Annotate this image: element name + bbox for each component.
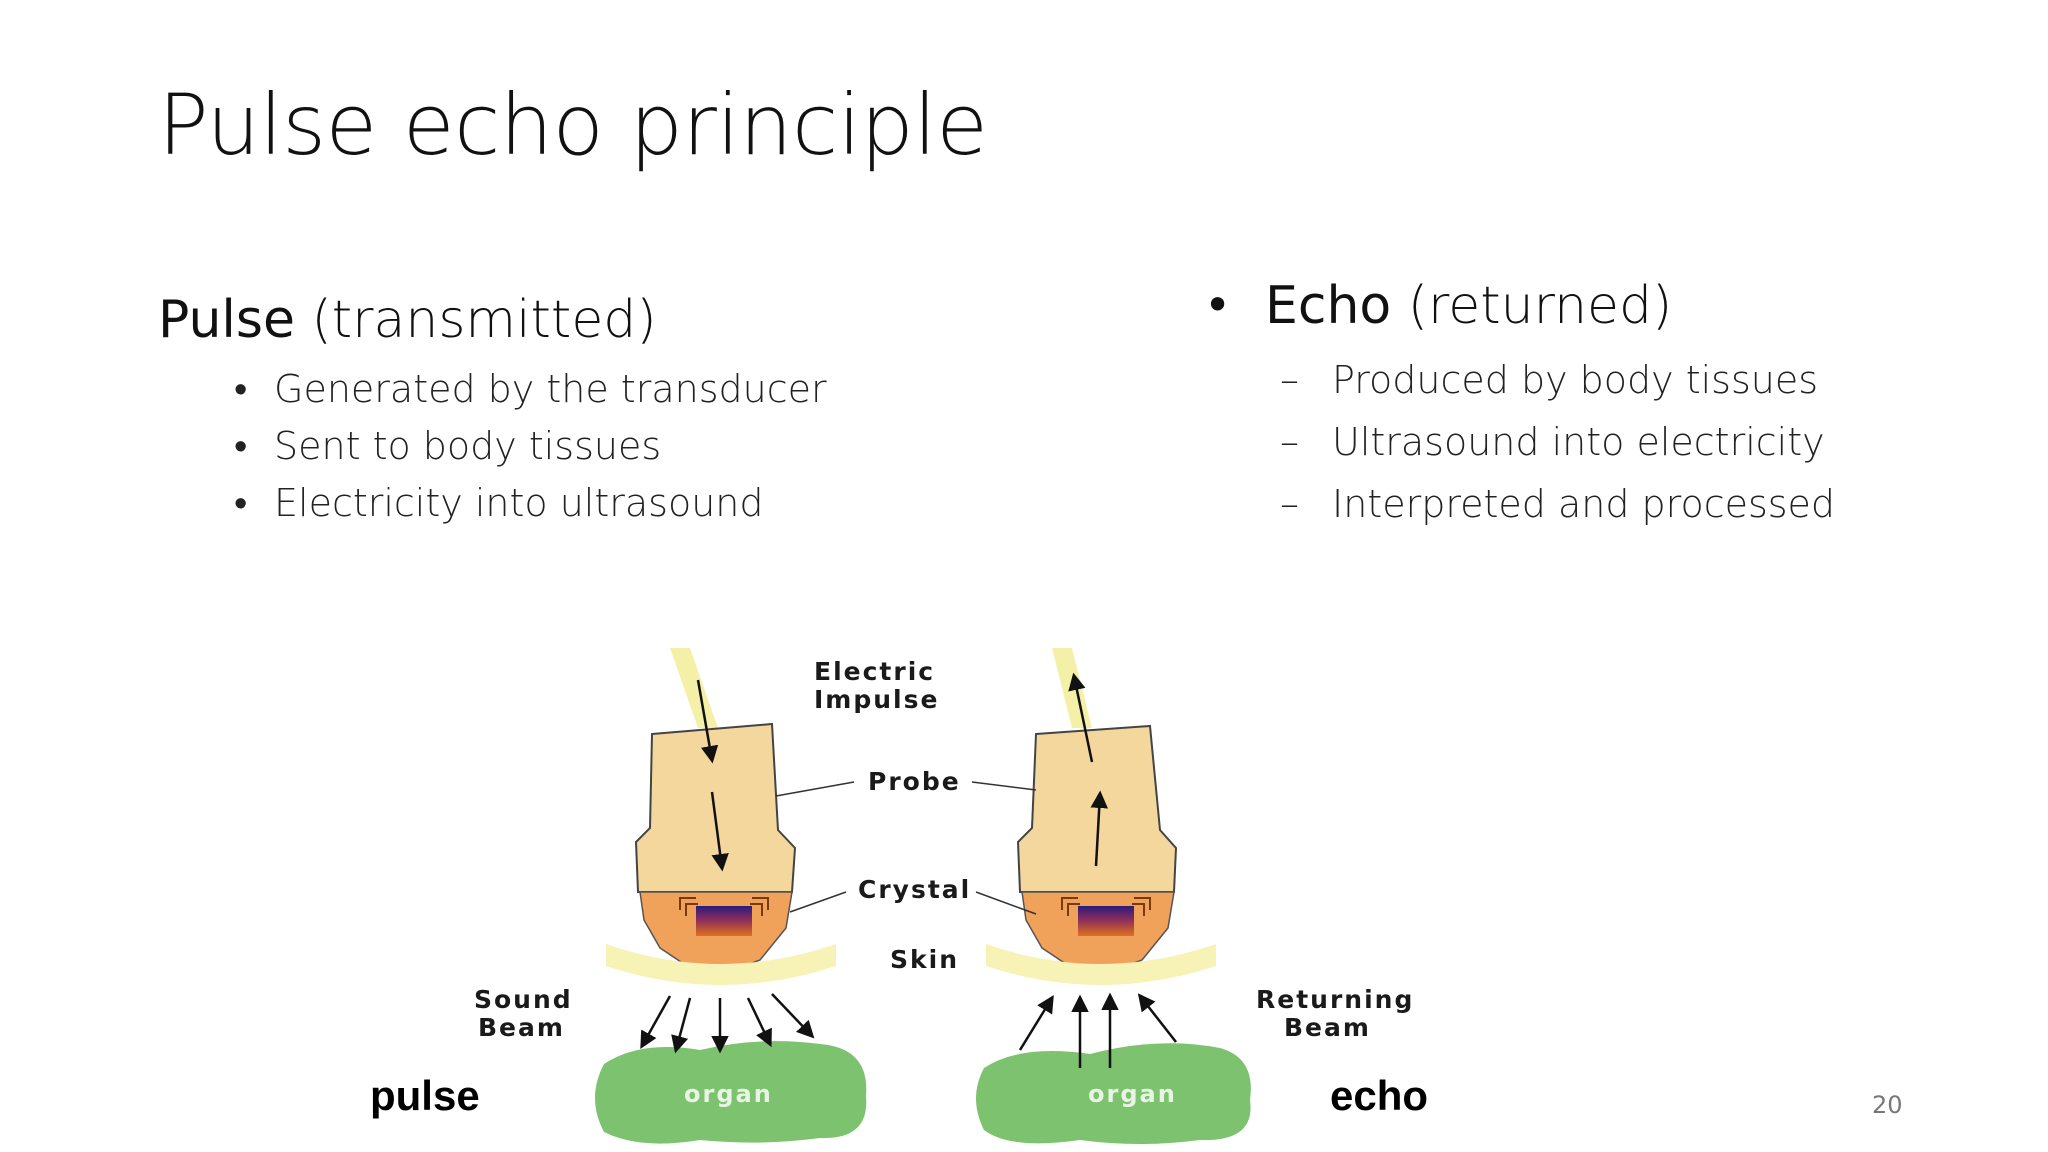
sound-beam-arrow-1 [640, 995, 672, 1050]
list-item-text: Produced by body tissues [1332, 358, 1819, 402]
echo-list: –Produced by body tissues –Ultrasound in… [1280, 349, 1835, 535]
label-probe: Probe [868, 767, 961, 796]
left-organ [595, 1041, 867, 1144]
list-item-text: Generated by the transducer [274, 367, 827, 411]
pulse-heading-strong: Pulse [158, 290, 295, 350]
label-sound-beam: Beam [478, 1013, 565, 1042]
echo-heading-strong: Echo [1265, 276, 1392, 336]
crystal-leader-right [975, 891, 1037, 915]
bullet-mark: • [234, 481, 248, 525]
left-probe-body [634, 722, 797, 893]
list-item-text: Ultrasound into electricity [1332, 420, 1825, 464]
label-returning-beam: Beam [1284, 1013, 1371, 1042]
pulse-heading-rest: (transmitted) [294, 290, 657, 350]
label-skin: Skin [890, 945, 959, 974]
left-skin [606, 944, 836, 985]
right-skin [986, 944, 1216, 985]
dash-mark: – [1280, 420, 1299, 464]
list-item: –Ultrasound into electricity [1280, 411, 1835, 473]
echo-bullet-mark: • [1204, 278, 1232, 332]
label-impulse: Impulse [814, 685, 939, 714]
bullet-mark: • [234, 367, 248, 411]
right-organ [976, 1043, 1251, 1144]
caption-pulse: pulse [370, 1072, 480, 1119]
dash-mark: – [1280, 482, 1299, 526]
returning-beam-arrow-4 [1137, 993, 1177, 1043]
label-sound: Sound [474, 985, 573, 1014]
left-crystal-bracket-left [679, 897, 698, 916]
probe-leader-left [775, 781, 855, 797]
list-item-text: Interpreted and processed [1332, 482, 1836, 526]
right-impulse-arrow [1068, 672, 1094, 763]
list-item: • Generated by the transducer [234, 361, 827, 418]
list-item: –Produced by body tissues [1280, 349, 1835, 411]
dash-mark: – [1280, 358, 1299, 402]
right-crystal-bracket-right [1132, 897, 1151, 916]
left-impulse-arrow [696, 679, 719, 764]
pulse-list: • Generated by the transducer • Sent to bo… [234, 361, 827, 532]
right-crystal [1078, 906, 1134, 936]
pulse-heading: Pulse (transmitted) [158, 290, 657, 350]
label-returning: Returning [1256, 985, 1414, 1014]
right-internal-arrow [1090, 790, 1108, 867]
returning-beam-arrow-1 [1018, 995, 1054, 1051]
sound-beam-arrow-2 [671, 997, 692, 1054]
list-item: –Interpreted and processed [1280, 473, 1835, 535]
list-item-text: Sent to body tissues [274, 424, 662, 468]
list-item-text: Electricity into ultrasound [274, 481, 764, 525]
echo-heading: Echo (returned) [1265, 276, 1672, 336]
sound-beam-arrow-4 [746, 997, 772, 1048]
right-probe-assembly [976, 648, 1251, 1144]
left-crystal [696, 906, 752, 936]
left-probe-assembly [595, 648, 867, 1144]
organ-label-right: organ [1088, 1080, 1177, 1108]
left-cable [670, 648, 718, 728]
right-crystal-bracket-left [1061, 897, 1080, 916]
probe-leader-right [971, 781, 1037, 791]
page-number: 20 [1872, 1091, 1903, 1119]
label-crystal: Crystal [858, 875, 971, 904]
list-item: • Sent to body tissues [234, 418, 827, 475]
right-cable [1052, 648, 1092, 728]
slide-title: Pulse echo principle [158, 76, 988, 174]
right-probe-body [1016, 724, 1178, 893]
organ-label-left: organ [684, 1080, 773, 1108]
sound-beam-arrow-5 [771, 993, 815, 1039]
crystal-leader-left [789, 891, 847, 913]
label-electric: Electric [814, 657, 935, 686]
bullet-mark: • [234, 424, 248, 468]
echo-heading-rest: (returned) [1391, 276, 1673, 336]
list-item: • Electricity into ultrasound [234, 475, 827, 532]
caption-echo: echo [1330, 1072, 1429, 1119]
left-crystal-bracket-right [750, 897, 769, 916]
left-internal-arrow [710, 791, 729, 872]
